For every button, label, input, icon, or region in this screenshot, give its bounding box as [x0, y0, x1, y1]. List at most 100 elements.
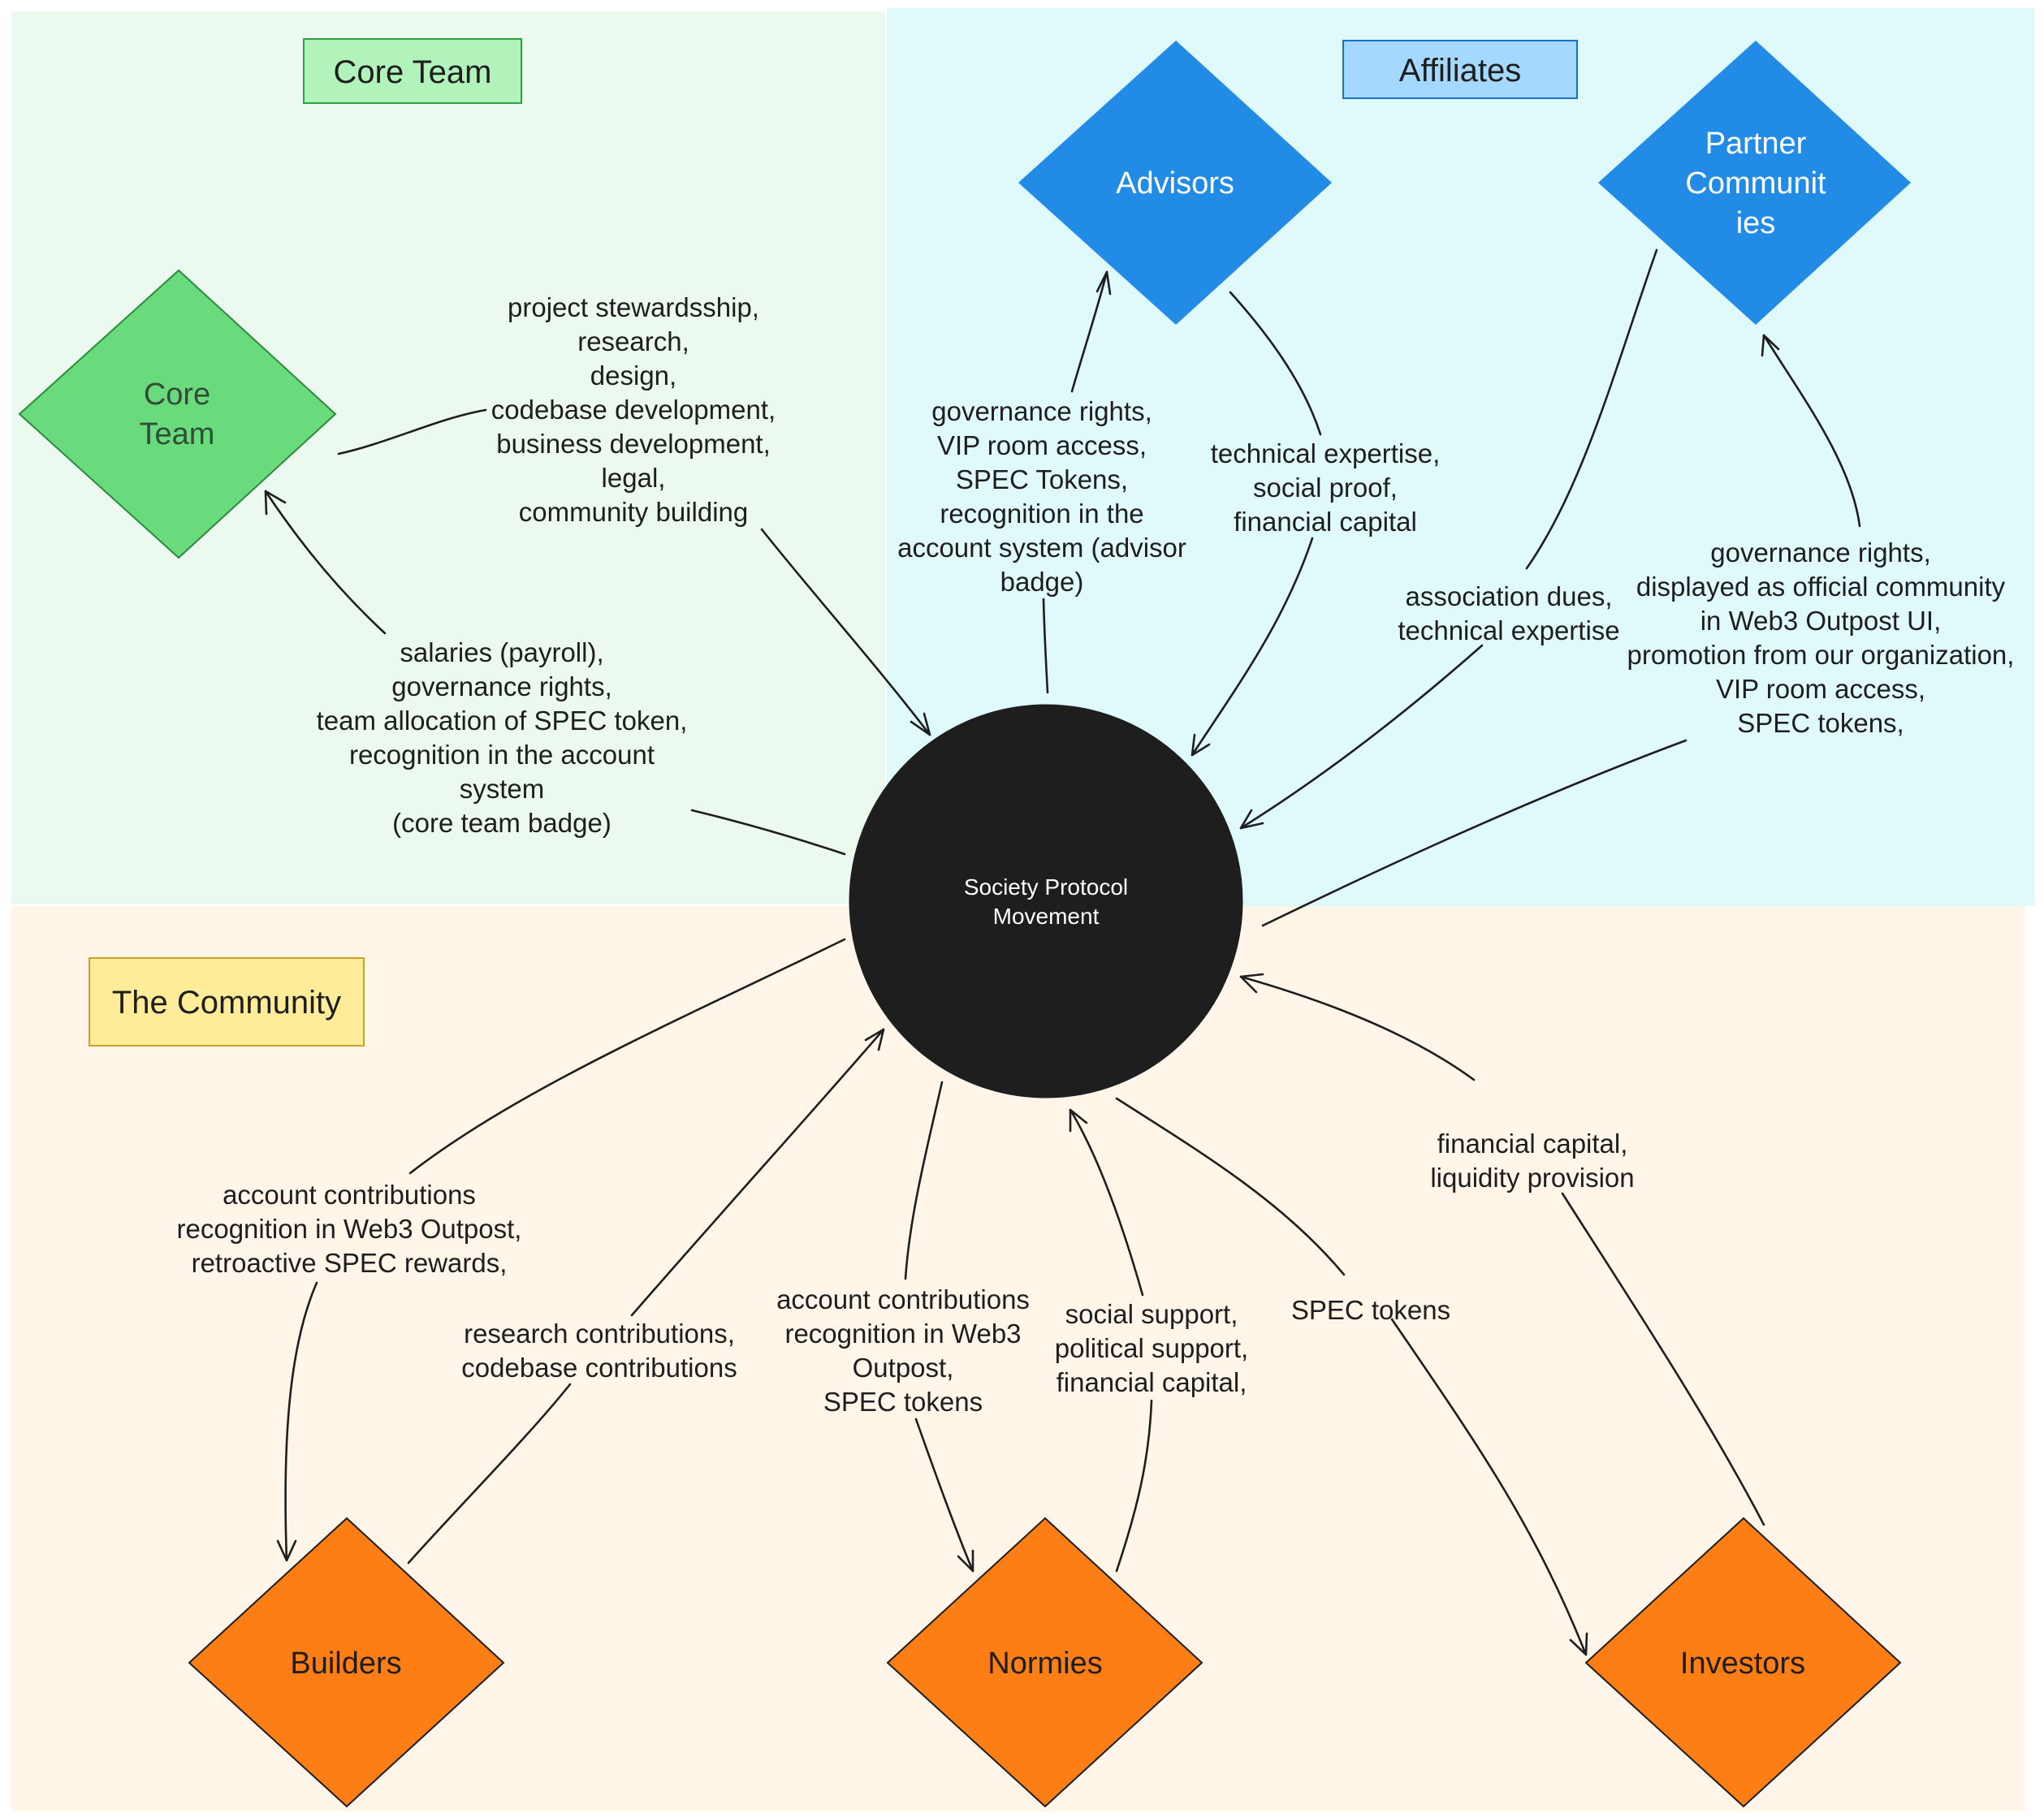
- connector-builders-to-center-head: [630, 1028, 885, 1317]
- text-line: financial capital: [1234, 507, 1417, 537]
- node-normies[interactable]: Normies: [886, 1517, 1203, 1808]
- connector-center-to-normies-head: [914, 1418, 974, 1573]
- connector-normies-to-center-head: [1069, 1108, 1144, 1297]
- text-line: VIP room access,: [937, 430, 1147, 460]
- arrowhead-advisors: [1095, 270, 1112, 296]
- builders-diamond: [188, 1517, 505, 1808]
- text-line: Movement: [993, 904, 1100, 929]
- edge-label-investors-to-center: financial capital,liquidity provision: [1430, 1129, 1634, 1193]
- edge-label-center-to-core: salaries (payroll), governance rights, tea…: [317, 637, 688, 838]
- text-line: retroactive SPEC rewards,: [192, 1248, 508, 1278]
- text-line: financial capital,: [1057, 1367, 1247, 1397]
- connector-center-to-advisors-head: [1070, 270, 1108, 393]
- node-advisors[interactable]: Advisors: [1018, 41, 1332, 325]
- core-team-diamond: [18, 269, 337, 559]
- connector-investors-to-center: [1561, 1192, 1765, 1526]
- text-line: codebase development,: [491, 395, 776, 425]
- text-line: research contributions,: [464, 1319, 735, 1349]
- text-line: Communit: [1685, 166, 1826, 201]
- connector-partners-to-center-tail: [1239, 644, 1484, 830]
- text-line: SPEC tokens: [823, 1387, 983, 1417]
- affiliates-region-title: Affiliates: [1399, 53, 1521, 88]
- text-line: technical expertise,: [1211, 438, 1440, 468]
- text-line: VIP room access,: [1716, 674, 1925, 704]
- core-team-region-title: Core Team: [334, 54, 492, 90]
- connector-center-to-partners-head: [1762, 334, 1861, 528]
- connector-core-to-center-tail: [760, 528, 931, 736]
- text-line: technical expertise: [1398, 615, 1619, 645]
- connector-center-to-partners: [1261, 739, 1687, 927]
- connector-center-to-advisors: [1042, 598, 1049, 694]
- arrowhead-partners: [1761, 334, 1780, 357]
- edge-label-partners-to-center: association dues, technical expertise: [1398, 581, 1619, 645]
- node-builders[interactable]: Builders: [188, 1517, 505, 1808]
- connectors: [264, 248, 1861, 1656]
- normies-diamond: [886, 1517, 1203, 1808]
- arrowhead-center-from-investors: [1239, 973, 1264, 994]
- connector-center-to-investors-head: [1390, 1318, 1588, 1656]
- connector-partners-to-center: [1525, 248, 1658, 570]
- connector-core-to-center: [337, 408, 487, 455]
- edge-label-center-to-investors: SPEC tokens: [1291, 1295, 1450, 1325]
- edge-label-center-to-partners: governance rights,displayed as official …: [1627, 537, 2015, 738]
- text-line: governance rights,: [1710, 537, 1931, 568]
- text-line: in Web3 Outpost UI,: [1700, 606, 1942, 636]
- connector-center-to-core-head: [264, 490, 387, 635]
- text-line: recognition in the: [940, 498, 1143, 529]
- text-line: badge): [1000, 567, 1084, 597]
- text-line: Normies: [987, 1647, 1102, 1681]
- normies-label: Normies: [987, 1647, 1102, 1681]
- arrowhead-center-from-partners: [1239, 809, 1264, 830]
- edge-label-center-to-builders: account contributions recognition in Web3…: [177, 1180, 522, 1278]
- text-line: Advisors: [1116, 166, 1234, 201]
- arrowhead-center-from-advisors: [1191, 733, 1211, 757]
- text-line: social proof,: [1253, 473, 1398, 503]
- text-line: project stewardsship,: [508, 292, 759, 322]
- edge-label-center-to-advisors: governance rights,VIP room access,SPEC T…: [897, 396, 1186, 597]
- text-line: recognition in Web3 Outpost,: [177, 1214, 522, 1244]
- connector-advisors-to-center-tail: [1191, 537, 1314, 757]
- investors-diamond: [1584, 1517, 1902, 1808]
- arrowhead-center-from-core: [910, 712, 931, 736]
- edge-label-advisors-to-center: technical expertise, social proof, financi…: [1211, 438, 1440, 537]
- text-line: SPEC tokens,: [1737, 708, 1904, 738]
- text-line: Society Protocol: [964, 874, 1128, 900]
- arrowhead-builders: [276, 1539, 297, 1562]
- edge-label-normies-to-center: social support,political support,financi…: [1055, 1299, 1248, 1397]
- text-line: governance rights,: [391, 671, 612, 701]
- text-line: recognition in the account: [349, 740, 655, 770]
- arrowhead-core-team: [264, 490, 287, 516]
- text-line: Investors: [1680, 1647, 1805, 1681]
- text-line: promotion from our organization,: [1627, 640, 2015, 670]
- text-line: ies: [1736, 206, 1776, 240]
- partners-diamond: [1598, 41, 1911, 325]
- connector-advisors-to-center: [1229, 291, 1322, 436]
- core-team-tag: [303, 38, 522, 104]
- text-line: (core team badge): [392, 808, 611, 838]
- text-line: SPEC tokens: [1291, 1295, 1450, 1325]
- connector-center-to-normies: [904, 1081, 944, 1280]
- arrowhead-normies: [957, 1549, 974, 1573]
- connector-builders-to-center: [407, 1383, 572, 1565]
- edge-label-core-to-center: project stewardsship,research,design,cod…: [491, 292, 776, 527]
- text-line: legal,: [602, 463, 666, 493]
- text-line: salaries (payroll),: [400, 637, 603, 667]
- text-line: team allocation of SPEC token,: [317, 706, 688, 736]
- text-line: account contributions: [223, 1180, 476, 1210]
- text-line: business development,: [496, 429, 771, 459]
- node-investors[interactable]: Investors: [1584, 1517, 1902, 1808]
- text-line: association dues,: [1406, 581, 1613, 611]
- connector-center-to-investors: [1115, 1097, 1346, 1276]
- connector-normies-to-center: [1115, 1399, 1153, 1573]
- text-line: Builders: [290, 1647, 401, 1681]
- connector-center-to-builders-head: [284, 1281, 318, 1562]
- edge-label-builders-to-center: research contributions,codebase contribu…: [461, 1319, 737, 1383]
- text-line: social support,: [1065, 1299, 1238, 1329]
